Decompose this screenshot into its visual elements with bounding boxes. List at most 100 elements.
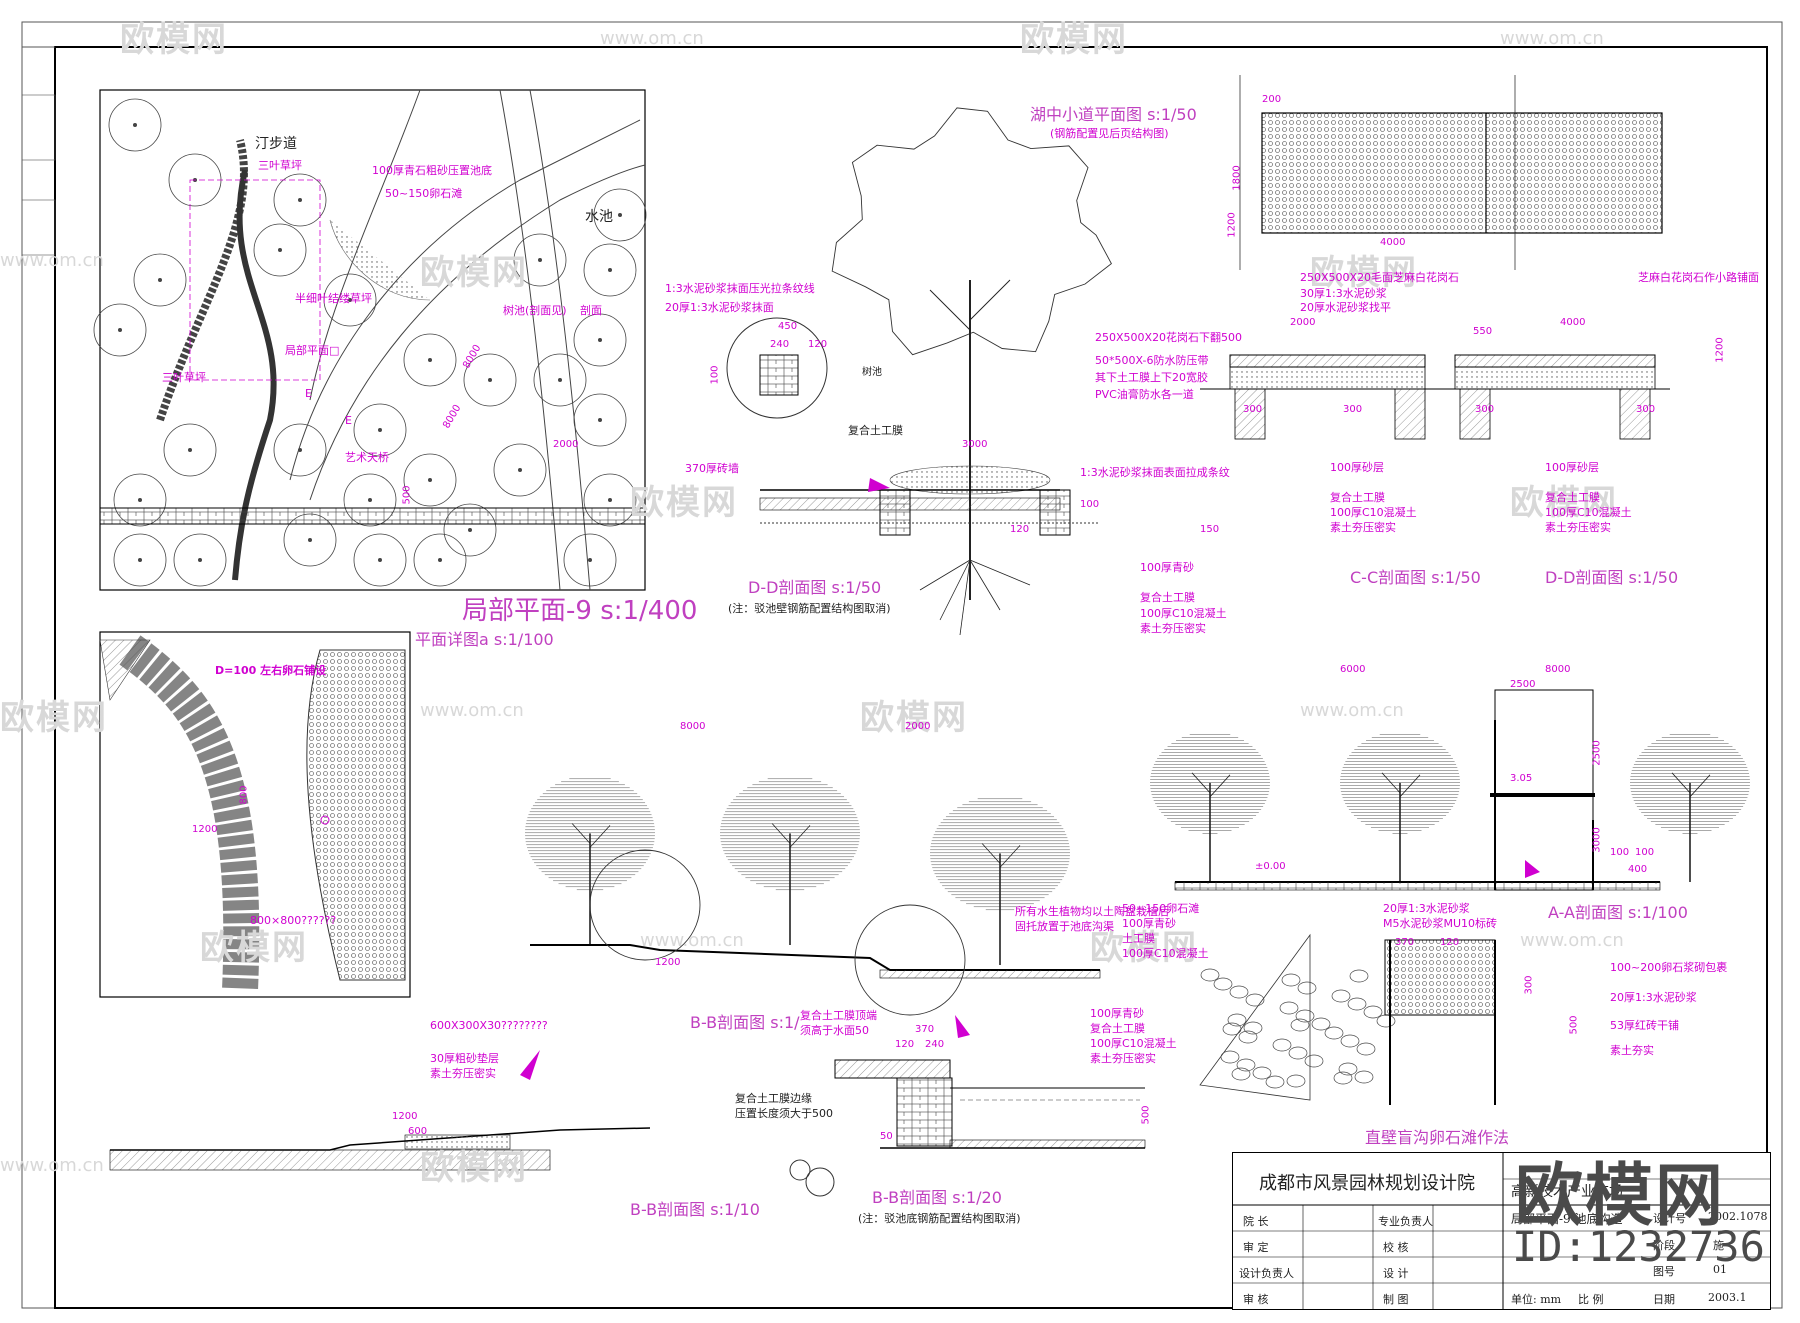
dd-label: 100厚青砂 <box>1140 561 1194 574</box>
ditch-label: 100~200卵石浆砌包裹 <box>1610 961 1728 974</box>
cc-label: 20厚水泥砂浆找平 <box>1300 301 1391 314</box>
plan-tree-icon <box>113 533 167 587</box>
bb-dim: 8000 <box>680 721 706 732</box>
ditch-dim: 370 <box>1395 937 1415 948</box>
dd-dim: 450 <box>778 321 798 332</box>
plan-tree-icon <box>163 423 217 477</box>
watermark-logo: 欧模网 <box>1020 20 1128 60</box>
detail-plan-dim: 800 <box>238 785 250 805</box>
plan9-label-sanye: 三叶草坪 <box>258 159 302 172</box>
bb-label: 固托放置于池底沟渠 <box>1015 920 1114 933</box>
watermark-logo: 欧模网 <box>420 253 528 293</box>
pebble-icon <box>1265 1075 1285 1089</box>
cc-label: 30厚1:3水泥砂浆 <box>1300 287 1387 300</box>
plan-tree-icon <box>573 313 627 367</box>
path-plan-dim: 4000 <box>1380 237 1406 248</box>
pebble-icon <box>1347 997 1367 1011</box>
plan9-label-art-bridge: 艺术天桥 <box>345 451 389 464</box>
title-block-role: 审 核 <box>1243 1293 1269 1306</box>
plan-tree-icon <box>343 473 397 527</box>
pebble-icon <box>1333 1071 1353 1085</box>
bb20-label: 须高于水面50 <box>800 1024 869 1037</box>
dd-title: D-D剖面图 s:1/50 <box>748 578 882 597</box>
title-block: 成都市风景园林规划设计院 高新技术产业广场 局部平面-9 池底构造 院 长 审 … <box>1232 1152 1771 1310</box>
dd-dim: 120 <box>1010 524 1030 535</box>
title-block-role: 校 核 <box>1383 1241 1409 1254</box>
pebble-icon <box>1231 1067 1251 1081</box>
detail-plan-label: 800×800?????? <box>250 914 337 927</box>
title-block-project: 高新技术产业广场 <box>1511 1184 1623 1200</box>
plan-tree-icon <box>403 453 457 507</box>
plan-tree-icon <box>413 533 467 587</box>
plan-tree-icon <box>583 243 637 297</box>
plan9-label-local-plan: 局部平面□ <box>285 344 340 357</box>
plan9-label-tingbu: 汀步道 <box>255 136 297 152</box>
dd-label: 复合土工膜 <box>848 424 903 437</box>
dd2-dim: 1200 <box>1714 337 1726 363</box>
watermark-logo: 欧模网 <box>420 1148 528 1188</box>
ditch-title: 直壁盲沟卵石滩作法 <box>1365 1128 1510 1147</box>
watermark-logo: 欧模网 <box>860 698 968 738</box>
path-plan-dim: 1800 <box>1231 165 1243 191</box>
watermark-url: www.om.cn <box>1500 28 1604 49</box>
dd2-label: 100厚砂层 <box>1545 461 1599 474</box>
title-block-role: 设 计 <box>1383 1267 1409 1280</box>
watermark-url: www.om.cn <box>0 1155 104 1176</box>
title-block-scale: 比 例 <box>1578 1293 1604 1306</box>
title-block-institute: 成都市风景园林规划设计院 <box>1259 1173 1475 1194</box>
title-block-role: 院 长 <box>1243 1215 1269 1228</box>
detail-plan-label: 600X300X30???????? <box>430 1019 548 1032</box>
tree-icon <box>1340 734 1460 882</box>
bb20-dim: 240 <box>925 1039 945 1050</box>
pebble-icon <box>1324 1026 1344 1040</box>
title-block-role: 审 定 <box>1243 1241 1269 1254</box>
mid-note: 50~150卵石滩 <box>1122 902 1200 915</box>
aa-dim: 3000 <box>1591 827 1603 853</box>
path-plan-dim: 200 <box>1262 94 1282 105</box>
plan-tree-icon <box>573 393 627 447</box>
plan-tree-icon <box>583 473 637 527</box>
watermark-logo: 欧模网 <box>0 698 108 738</box>
plan-tree-icon <box>113 473 167 527</box>
dd-label: 370厚砖墙 <box>685 462 739 475</box>
aa-dim: 2500 <box>1591 740 1603 766</box>
watermark-url: www.om.cn <box>0 250 104 271</box>
dd-dim: 100 <box>709 365 721 385</box>
tree-icon <box>720 778 860 945</box>
watermark-logo: 欧模网 <box>1310 253 1418 293</box>
bb20-label: 复合土工膜边缘 <box>735 1092 812 1105</box>
ditch-label: M5水泥砂浆MU10标砖 <box>1383 917 1498 930</box>
brand-logo: 欧模网 <box>1515 1157 1726 1236</box>
pebble-icon <box>1363 1005 1383 1019</box>
bb20-label: 复合土工膜顶端 <box>800 1009 877 1022</box>
detail-plan-title: 平面详图a s:1/100 <box>415 630 554 649</box>
cc-label: PVC油膏防水各一道 <box>1095 388 1194 401</box>
dd-dim: 3000 <box>962 439 988 450</box>
plan-tree-icon <box>353 533 407 587</box>
pebble-icon <box>1349 969 1369 983</box>
plan9-label-e1: E <box>305 387 312 400</box>
cc-label: 250X500X20花岗石下翻500 <box>1095 331 1243 344</box>
plan-tree-icon <box>463 353 517 407</box>
cc-label: 其下土工膜上下20宽胶 <box>1095 371 1208 384</box>
ditch-label: 素土夯实 <box>1610 1044 1654 1057</box>
pebble-icon <box>1376 1014 1396 1028</box>
path-plan-dim: 1200 <box>1226 212 1238 238</box>
bb20-label: 100厚C10混凝土 <box>1090 1037 1177 1050</box>
title-block-drawing: 局部平面-9 池底构造 <box>1511 1212 1623 1226</box>
dd-dim: 240 <box>770 339 790 350</box>
mid-note: 100厚青砂 <box>1122 917 1176 930</box>
cc-title: C-C剖面图 s:1/50 <box>1350 568 1481 587</box>
title-block-meta: 2002.1078 <box>1708 1210 1768 1223</box>
plan9-label-cobble-band: 100厚青石粗砂压置池底 <box>372 164 492 177</box>
watermark-logo: 欧模网 <box>1510 483 1618 523</box>
pebble-icon <box>1354 1070 1374 1084</box>
title-block-units: 单位: mm <box>1511 1293 1562 1306</box>
pebble-icon <box>1229 985 1249 999</box>
aa-title: A-A剖面图 s:1/100 <box>1548 903 1688 922</box>
pebble-icon <box>1252 1066 1272 1080</box>
cc-dim: 2000 <box>1290 317 1316 328</box>
title-block-role: 专业负责人 <box>1378 1215 1433 1228</box>
title-block-meta: 设计号 <box>1653 1212 1686 1225</box>
dd2-dim: 300 <box>1475 404 1495 415</box>
